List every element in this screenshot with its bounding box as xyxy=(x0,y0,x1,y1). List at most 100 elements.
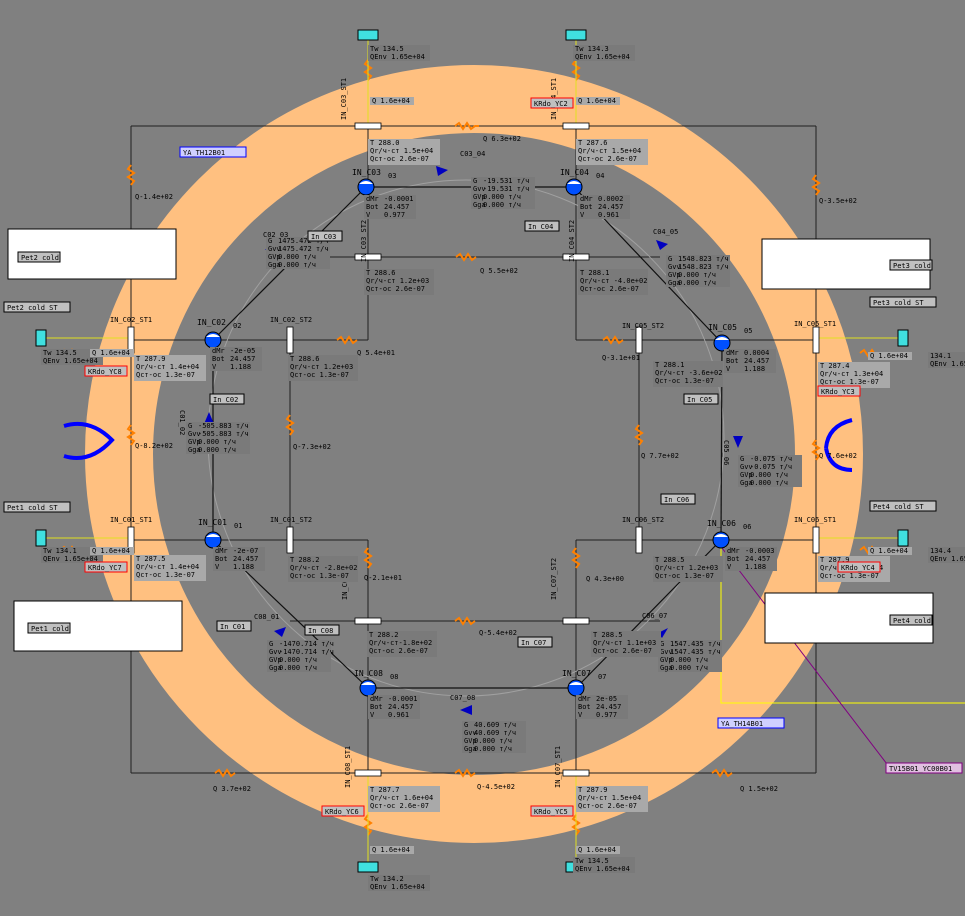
node-param-key: dMr xyxy=(212,347,225,355)
edge-param-key: Gvv xyxy=(473,185,486,193)
tv-tag xyxy=(885,762,963,774)
param-row-bg xyxy=(213,563,265,571)
node-superscript: 05 xyxy=(744,327,752,335)
edge-param-value: 1475.472 т/ч xyxy=(278,245,329,253)
node-c03[interactable] xyxy=(357,178,375,196)
node-cap-icon xyxy=(714,534,728,537)
krdo-tag xyxy=(84,365,128,377)
edge-label: C07_08 xyxy=(450,694,475,702)
env-q-bg xyxy=(576,97,620,105)
edge-param-value: -1470.714 т/ч xyxy=(279,648,334,656)
pet-st-box xyxy=(869,500,937,512)
node-cap-icon xyxy=(567,181,581,184)
edge-param-value: -1470.714 т/ч xyxy=(279,640,334,648)
node-c06[interactable] xyxy=(712,531,730,549)
pet-tag-bg xyxy=(889,259,933,271)
wall-bg xyxy=(364,269,434,295)
param-row-bg xyxy=(213,555,265,563)
in-box-label: In_C02 xyxy=(213,396,238,404)
in-box-label: In_C01 xyxy=(220,623,245,631)
node-c04[interactable] xyxy=(565,178,583,196)
in-box[interactable] xyxy=(209,393,245,405)
edge-param-key: Gga xyxy=(660,664,673,672)
env-q-bg xyxy=(90,349,134,357)
in-box[interactable] xyxy=(307,230,343,242)
edge-param-key: GVp xyxy=(740,471,753,479)
edge-param-value: 40.609 т/ч xyxy=(474,721,516,729)
wall-bg xyxy=(288,556,358,582)
edge-param-key: Gvv xyxy=(660,648,673,656)
wall-temp: T 288.0 xyxy=(370,139,400,147)
ring-flow: Q-1.4e+02 xyxy=(135,193,173,201)
wall-temp: T 288.6 xyxy=(290,355,320,363)
edge-param-key: Gga xyxy=(740,479,753,487)
param-row-bg xyxy=(658,664,722,672)
node-param-key: dMr xyxy=(366,195,379,203)
env-bg xyxy=(41,547,103,563)
edge-param-key: GVp xyxy=(269,656,282,664)
node-c07[interactable] xyxy=(567,679,585,697)
in-box[interactable] xyxy=(517,636,553,648)
wall-q-out: Qст-ос 1.3е-07 xyxy=(655,572,714,580)
pet-tag-bg xyxy=(27,622,71,634)
wall-flow: Q 5.4e+01 xyxy=(357,349,395,357)
param-row-bg xyxy=(658,656,722,664)
env-q: Q 1.6e+04 xyxy=(870,547,908,555)
pet-panel[interactable] xyxy=(761,238,931,290)
env-tw: Tw 134.2 xyxy=(370,875,404,883)
node-param-key: V xyxy=(366,211,371,219)
node-param-value: 24.457 xyxy=(745,555,770,563)
param-row-bg xyxy=(186,422,250,430)
node-param-value: 0.961 xyxy=(598,211,619,219)
in-box[interactable] xyxy=(304,624,340,636)
param-row-bg xyxy=(578,211,630,219)
edge-param-key: Gvv xyxy=(464,729,477,737)
inner-flow: Q-7.3e+02 xyxy=(293,443,331,451)
outer-wall-label: IN_C07_ST1 xyxy=(554,746,562,788)
edge-param-value: 0.000 т/ч xyxy=(483,201,521,209)
wall-q-in: Qr/ч-ст -3.6е+02 xyxy=(655,369,722,377)
node-param-key: Bot xyxy=(580,203,593,211)
edge-param-key: GVp xyxy=(668,271,681,279)
krdo-label: KRdo_YC5 xyxy=(534,808,568,816)
edge-param-value: -0.075 т/ч xyxy=(750,455,792,463)
node-superscript: 03 xyxy=(388,172,396,180)
param-row-bg xyxy=(738,479,802,487)
node-c05[interactable] xyxy=(713,334,731,352)
node-param-key: Bot xyxy=(370,703,383,711)
node-cap-icon xyxy=(206,534,220,537)
node-param-key: dMr xyxy=(726,349,739,357)
edge-label: C01_02 xyxy=(178,410,186,435)
node-param-key: dMr xyxy=(727,547,740,555)
param-row-bg xyxy=(267,640,331,648)
in-box[interactable] xyxy=(216,620,252,632)
wall-bg xyxy=(134,355,206,381)
in-box[interactable] xyxy=(660,493,696,505)
inner-wall-label: IN_C01_ST2 xyxy=(270,516,312,524)
in-box[interactable] xyxy=(683,393,719,405)
param-row-bg xyxy=(267,664,331,672)
node-c01[interactable] xyxy=(204,531,222,549)
ring-flow: Q-4.5e+02 xyxy=(477,783,515,791)
node-c08[interactable] xyxy=(359,679,377,697)
pet-label: Pet2_cold xyxy=(21,254,59,262)
pet-st-box xyxy=(869,296,937,308)
node-param-value: 24.457 xyxy=(744,357,769,365)
in-box-label: In_C07 xyxy=(521,639,546,647)
node-cap-icon xyxy=(715,337,729,340)
wall-q-in: Qr/ч-ст 1.5е+04 xyxy=(370,147,433,155)
krdo-label: KRdo_YC3 xyxy=(821,388,855,396)
wall-q-in: Qr/ч-ст 1.5е+04 xyxy=(578,147,641,155)
node-param-value: 24.457 xyxy=(230,355,255,363)
node-param-key: V xyxy=(727,563,732,571)
inner-wall-label: IN_C07_ST2 xyxy=(550,558,558,600)
edge-param-value: 1547.435 т/ч xyxy=(670,640,721,648)
wall-temp: T 287.5 xyxy=(136,555,166,563)
env-qenv: QEnv 1.65e+04 xyxy=(43,555,98,563)
param-row-bg xyxy=(186,438,250,446)
in-box[interactable] xyxy=(524,220,560,232)
yellow-signal-line xyxy=(720,540,965,704)
node-c02[interactable] xyxy=(204,331,222,349)
inner-wall-label: IN_C03_ST2 xyxy=(360,220,368,262)
